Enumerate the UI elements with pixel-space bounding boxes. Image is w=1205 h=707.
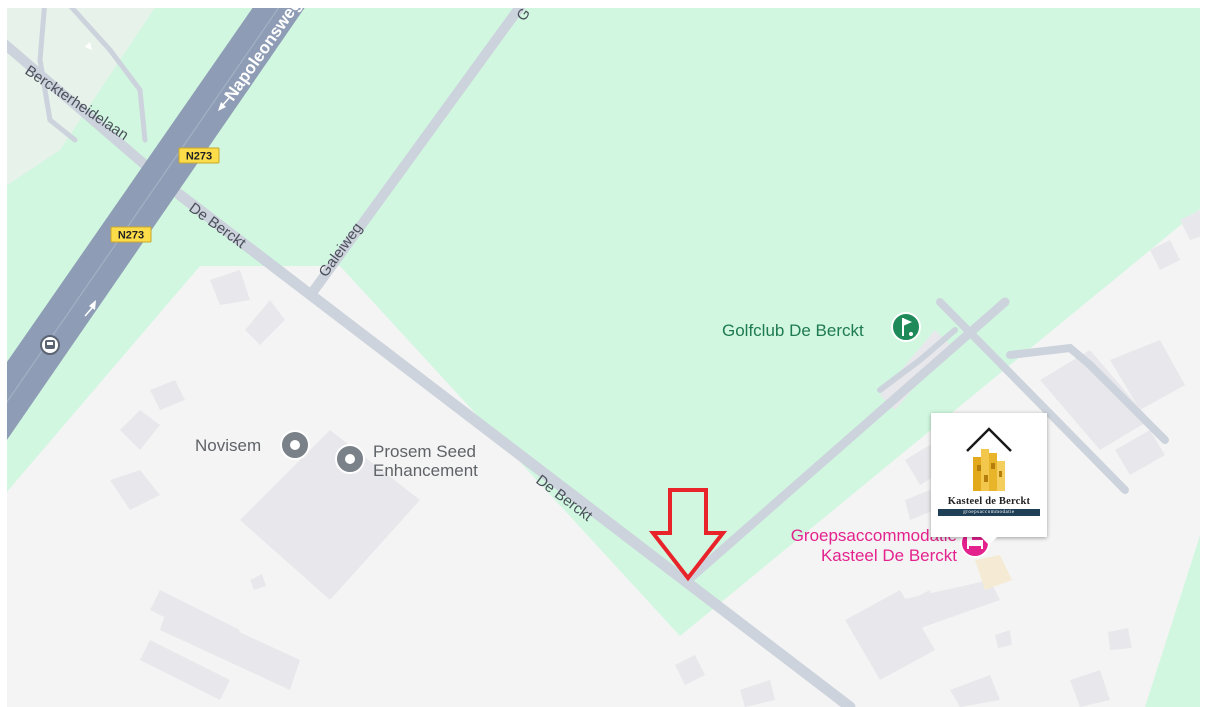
- logo-name: Kasteel de Berckt: [947, 496, 1031, 507]
- highway-napoleonsweg: [0, 0, 310, 450]
- prosem-label-line2[interactable]: Enhancement: [373, 461, 478, 480]
- logo-card-pointer: [979, 535, 999, 545]
- accommodation-area: [975, 555, 1012, 590]
- svg-text:N273: N273: [118, 230, 144, 242]
- frame-left: [0, 0, 7, 707]
- bus-stop-icon[interactable]: [40, 335, 60, 355]
- arrow-down-icon: [648, 488, 728, 582]
- minor-roads: [0, 0, 1169, 707]
- frame-right: [1200, 0, 1205, 707]
- castle-logo-icon: [966, 427, 1012, 491]
- route-shield-1: N273: [178, 147, 220, 164]
- logo-subtitle: groepsaccommodatie: [938, 509, 1040, 516]
- golfclub-label[interactable]: Golfclub De Berckt: [722, 321, 864, 340]
- place-pin-icon[interactable]: [280, 430, 310, 460]
- frame-top: [0, 0, 1205, 8]
- accommodation-label-line1[interactable]: Groepsaccommodatie: [791, 526, 957, 545]
- accommodation-label-line2[interactable]: Kasteel De Berckt: [821, 546, 957, 565]
- prosem-label-line1[interactable]: Prosem Seed: [373, 442, 476, 461]
- highway-arrows: [84, 42, 230, 317]
- buildings: [110, 210, 1205, 707]
- green-strip: [1145, 520, 1205, 707]
- svg-text:N273: N273: [186, 151, 212, 163]
- novisem-label[interactable]: Novisem: [195, 436, 261, 455]
- golf-icon[interactable]: [891, 312, 921, 342]
- kasteel-logo-card[interactable]: Kasteel de Berckt groepsaccommodatie: [931, 413, 1047, 545]
- built-area: [0, 205, 1205, 707]
- route-shield-2: N273: [110, 226, 152, 243]
- place-pin-icon[interactable]: [335, 444, 365, 474]
